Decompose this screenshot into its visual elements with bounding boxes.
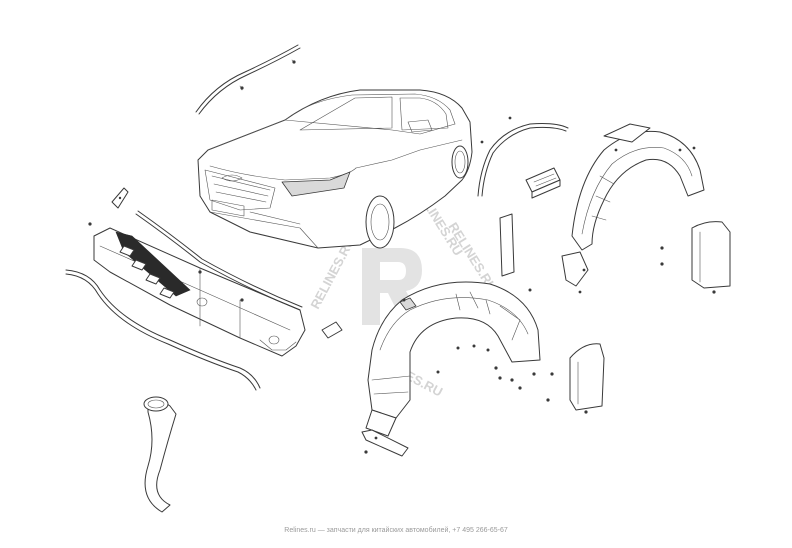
rear-fender-liner <box>571 123 705 251</box>
rear-mud-flap <box>691 221 731 289</box>
fasteners <box>494 246 716 414</box>
cowl-clip <box>321 321 343 339</box>
a-pillar-seal <box>499 213 515 277</box>
cowl-drain-rod <box>65 269 261 391</box>
liner-lower-bracket <box>361 429 409 457</box>
cowl-bracket <box>111 187 129 209</box>
control-module <box>525 167 561 199</box>
sedan-car-illustration <box>197 89 473 249</box>
liner-mount-bracket <box>561 251 589 294</box>
front-mud-flap <box>569 343 605 411</box>
roof-trim-strip-top <box>195 44 301 115</box>
hose <box>143 396 177 513</box>
cowl-seal-strip <box>135 210 303 311</box>
door-trim-rod <box>477 116 569 197</box>
windshield-cowl-panel <box>88 222 306 357</box>
footer-copyright: Relines.ru — запчасти для китайских авто… <box>284 527 508 534</box>
front-fender-liner <box>365 281 541 437</box>
